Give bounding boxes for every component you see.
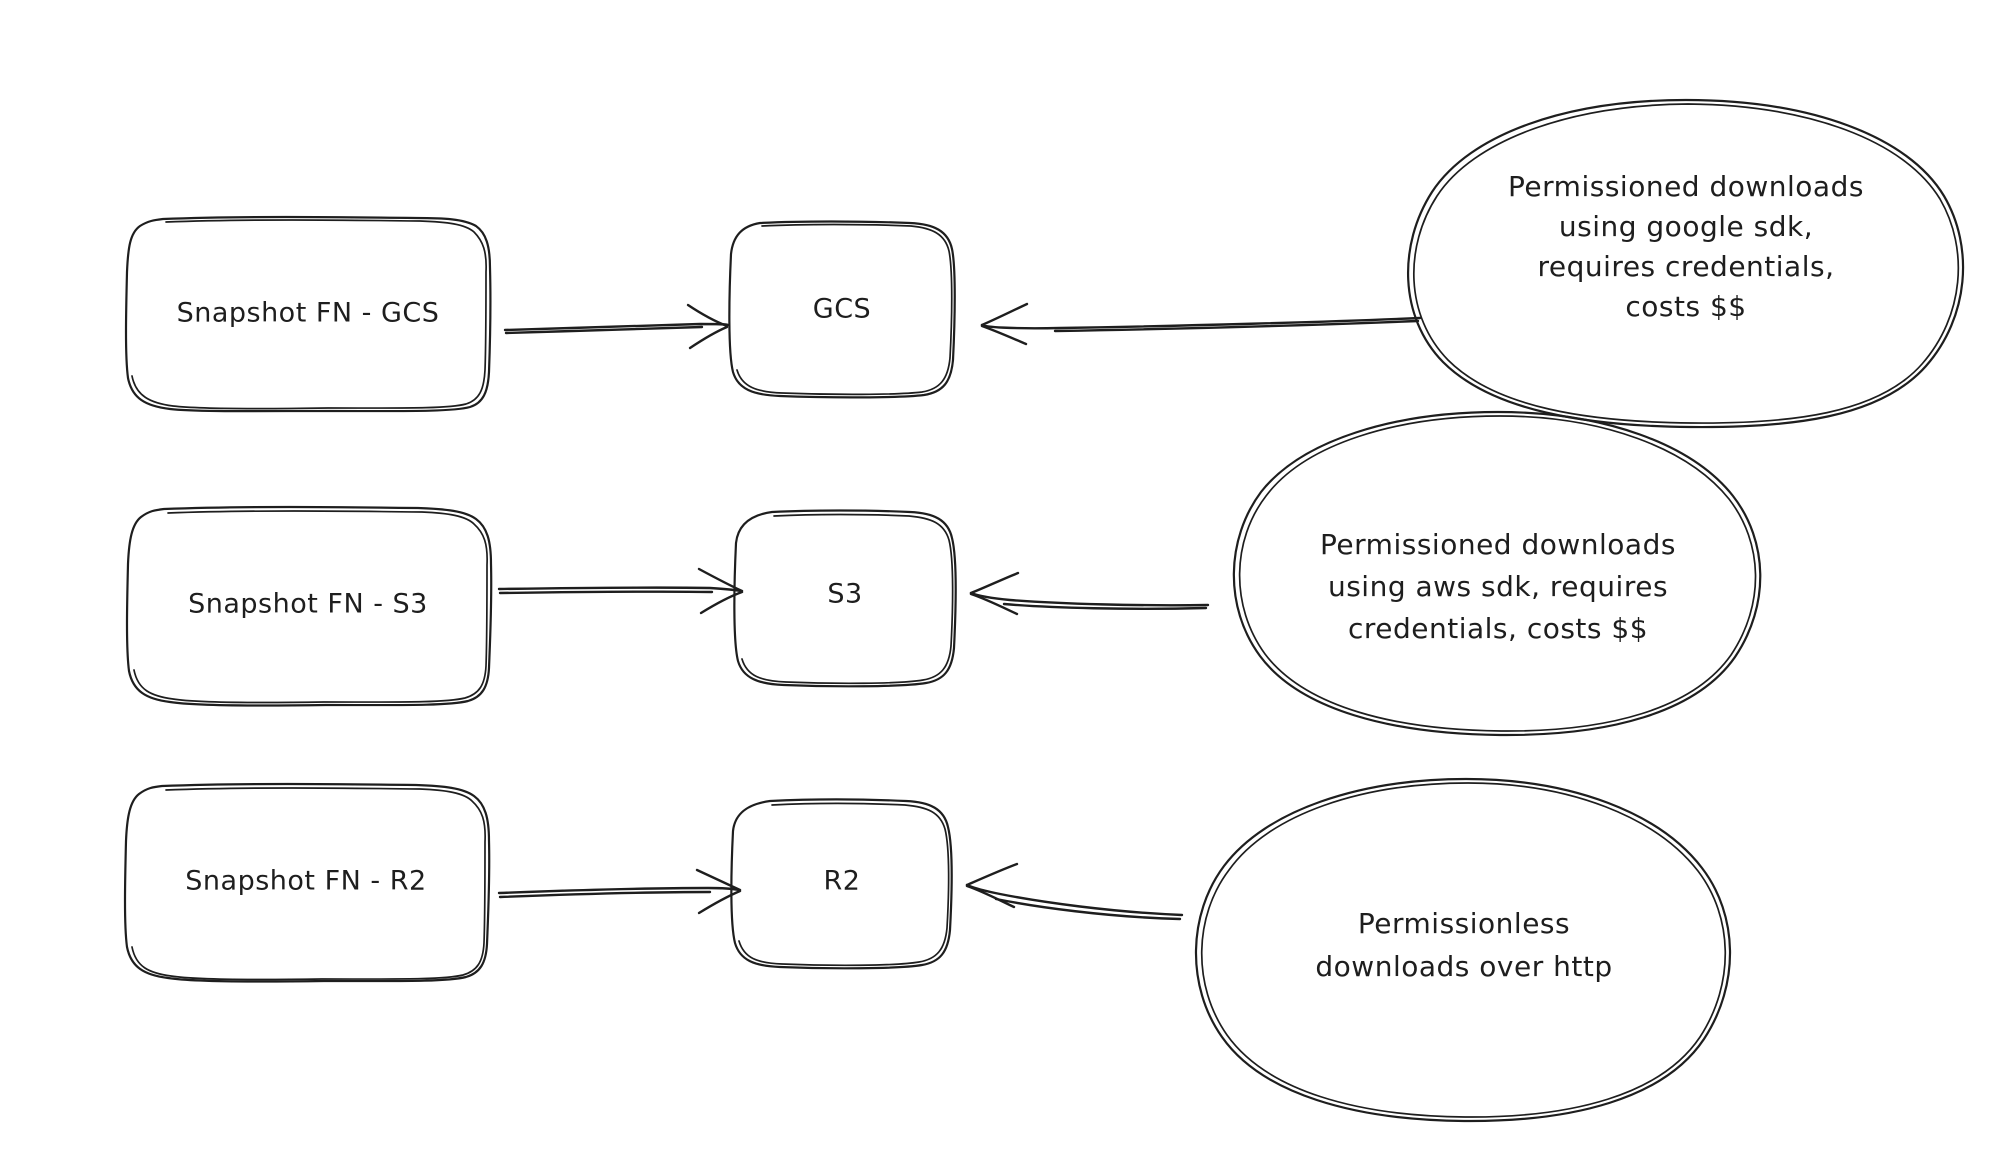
row-gcs: Snapshot FN - GCS GCS Perm	[124, 98, 1965, 429]
node-snapshot-fn-s3[interactable]: Snapshot FN - S3	[125, 505, 493, 707]
node-snapshot-fn-s3-label: Snapshot FN - S3	[188, 589, 428, 620]
note-s3-line-2: using aws sdk, requires	[1328, 570, 1668, 603]
note-r2[interactable]: Permissionless downloads over http	[1194, 777, 1732, 1123]
row-s3: Snapshot FN - S3 S3 Permis	[125, 410, 1766, 737]
note-r2-line-2: downloads over http	[1315, 950, 1612, 983]
node-snapshot-fn-r2[interactable]: Snapshot FN - R2	[123, 782, 491, 983]
node-s3-label: S3	[827, 579, 862, 610]
arrow-note-r2-to-r2	[965, 862, 1184, 921]
note-r2-line-1: Permissionless	[1358, 907, 1570, 940]
note-gcs[interactable]: Permissioned downloads using google sdk,…	[1406, 98, 1965, 429]
arrow-note-s3-to-s3	[969, 571, 1210, 616]
node-snapshot-fn-gcs-label: Snapshot FN - GCS	[177, 298, 440, 329]
note-gcs-line-3: requires credentials,	[1538, 250, 1835, 283]
arrow-snapshot-fn-gcs-to-gcs	[503, 303, 730, 350]
note-s3-line-1: Permissioned downloads	[1320, 528, 1676, 561]
arrow-note-gcs-to-gcs	[980, 302, 1422, 346]
node-r2[interactable]: R2	[730, 797, 953, 971]
node-snapshot-fn-r2-label: Snapshot FN - R2	[185, 866, 426, 897]
row-r2: Snapshot FN - R2 R2 Permis	[123, 777, 1732, 1123]
arrow-snapshot-fn-r2-to-r2	[497, 868, 742, 915]
note-gcs-line-4: costs $$	[1625, 290, 1746, 323]
arrow-snapshot-fn-s3-to-s3	[497, 567, 744, 615]
node-gcs-label: GCS	[813, 294, 871, 325]
note-gcs-line-1: Permissioned downloads	[1508, 170, 1864, 203]
node-r2-label: R2	[824, 866, 861, 897]
node-snapshot-fn-gcs[interactable]: Snapshot FN - GCS	[124, 215, 492, 414]
note-s3-line-3: credentials, costs $$	[1348, 612, 1648, 645]
note-s3[interactable]: Permissioned downloads using aws sdk, re…	[1230, 410, 1766, 737]
node-gcs[interactable]: GCS	[728, 220, 956, 399]
node-s3[interactable]: S3	[733, 508, 959, 688]
note-gcs-line-2: using google sdk,	[1559, 210, 1813, 243]
